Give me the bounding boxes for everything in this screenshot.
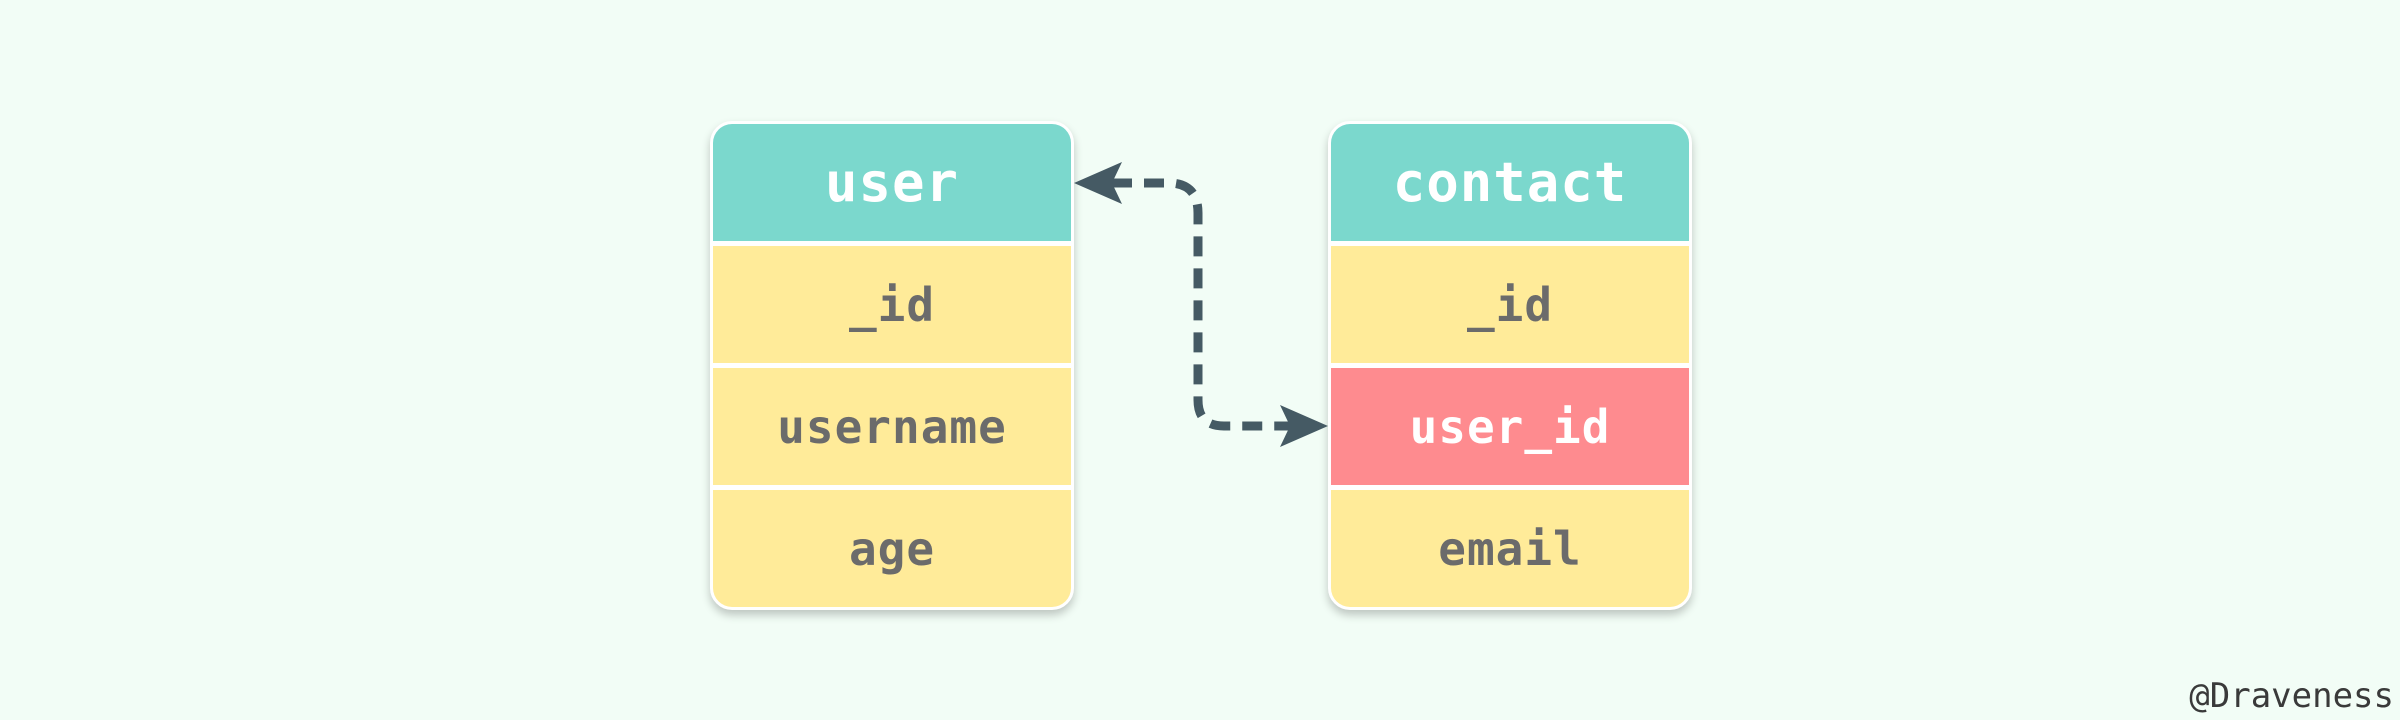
user-table: user _id username age: [710, 121, 1074, 610]
contact-field-id: _id: [1331, 241, 1689, 363]
relation-arrowhead-left: [1074, 162, 1122, 204]
user-field-id: _id: [713, 241, 1071, 363]
watermark-text: @Draveness: [2189, 676, 2394, 716]
contact-table-title: contact: [1331, 124, 1689, 241]
contact-field-email: email: [1331, 485, 1689, 607]
contact-table: contact _id user_id email: [1328, 121, 1692, 610]
user-table-title: user: [713, 124, 1071, 241]
relation-connector-line: [1112, 178, 1290, 431]
relation-arrowhead-right: [1280, 405, 1328, 447]
user-field-username: username: [713, 363, 1071, 485]
user-field-age: age: [713, 485, 1071, 607]
contact-field-user-id: user_id: [1331, 363, 1689, 485]
